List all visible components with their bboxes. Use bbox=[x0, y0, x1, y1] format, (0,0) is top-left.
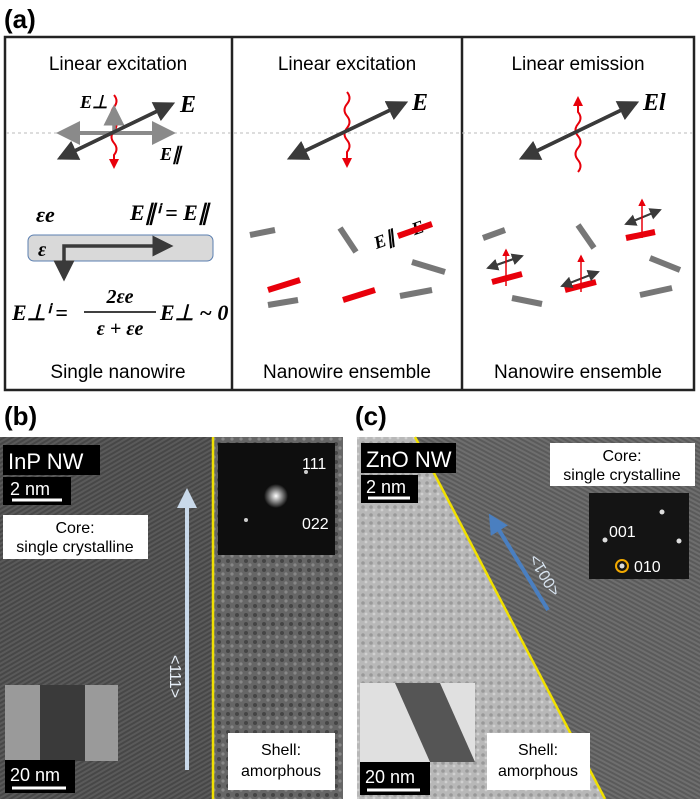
material-label: ZnO NW bbox=[366, 447, 452, 472]
saed-label-1: 111 bbox=[302, 456, 326, 473]
e-l-label: El bbox=[642, 90, 666, 116]
shell-label-2: amorphous bbox=[241, 763, 321, 780]
core-label-1: Core: bbox=[55, 520, 94, 537]
e-label: E bbox=[179, 92, 196, 118]
dipole-arrows bbox=[486, 208, 662, 288]
col1-title: Linear excitation bbox=[49, 54, 187, 75]
eq-perp-num: 2εe bbox=[105, 286, 133, 308]
nanowire-core-dark bbox=[395, 683, 475, 762]
col1-footer: Single nanowire bbox=[50, 362, 185, 383]
nanowire-cylinder bbox=[27, 234, 214, 262]
eps-e-label: εe bbox=[36, 202, 55, 227]
eps-label: ε bbox=[38, 239, 47, 261]
saed-spot bbox=[676, 538, 682, 544]
e-field-arrow-back bbox=[286, 101, 406, 160]
e-label: E bbox=[411, 90, 428, 116]
inset-scale-label: 20 nm bbox=[365, 767, 415, 787]
core-label-box bbox=[550, 443, 695, 486]
photon-wave-icon bbox=[573, 96, 583, 173]
eq-parallel: E∥ⁱ = E∥ bbox=[129, 200, 211, 226]
saed-spot bbox=[602, 537, 608, 543]
material-label-box bbox=[361, 443, 456, 473]
e-par-label: E∥ bbox=[159, 144, 183, 165]
saed-label-1: 001 bbox=[609, 524, 636, 541]
col2-title: Linear excitation bbox=[278, 54, 416, 75]
core-label-1: Core: bbox=[602, 448, 641, 465]
saed-central-spot bbox=[264, 484, 288, 508]
core-label-2: single crystalline bbox=[16, 539, 133, 556]
emitting-nanowire-ensemble bbox=[481, 223, 682, 307]
col2-footer: Nanowire ensemble bbox=[263, 362, 431, 383]
saed-spot bbox=[619, 563, 625, 569]
panel-c-label: (c) bbox=[355, 401, 387, 431]
saed-label-2: 022 bbox=[302, 516, 329, 533]
direction-label: <111> bbox=[166, 655, 183, 698]
saed-inset bbox=[589, 493, 689, 579]
saed-spot bbox=[244, 518, 248, 522]
col3-title: Linear emission bbox=[511, 54, 644, 75]
saed-spot bbox=[659, 509, 665, 515]
scale-label: 2 nm bbox=[366, 477, 406, 497]
saed-label-2: 010 bbox=[634, 559, 661, 576]
shell-label-1: Shell: bbox=[518, 742, 558, 759]
core-label-box bbox=[3, 515, 148, 559]
shell-label-2: amorphous bbox=[498, 763, 578, 780]
eq-perp-den: ε + εe bbox=[97, 318, 144, 340]
scale-label: 2 nm bbox=[10, 479, 50, 499]
photon-wave-icon bbox=[342, 91, 352, 168]
panel-b-label: (b) bbox=[4, 401, 37, 431]
highlight-circle bbox=[615, 559, 629, 573]
panel-a-frame bbox=[3, 35, 696, 392]
material-label-box bbox=[3, 445, 100, 475]
e-field-arrow-back bbox=[518, 101, 637, 160]
material-label: InP NW bbox=[8, 449, 84, 474]
e-field-arrow-back bbox=[56, 102, 173, 160]
shell-label-box bbox=[487, 733, 590, 790]
nanowire-ensemble bbox=[249, 221, 446, 308]
saed-spot bbox=[304, 470, 308, 474]
e-perp-label: E⊥ bbox=[79, 92, 108, 112]
eq-perp-rhs: E⊥ ~ 0 bbox=[159, 300, 228, 325]
eq-perp-lhs: E⊥ⁱ = bbox=[11, 300, 68, 325]
nanowire-core-dark bbox=[40, 685, 85, 761]
core-label-2: single crystalline bbox=[563, 467, 680, 484]
col3-footer: Nanowire ensemble bbox=[494, 362, 662, 383]
shell-label-1: Shell: bbox=[261, 742, 301, 759]
panel-a-label: (a) bbox=[4, 4, 36, 34]
inset-scale-label: 20 nm bbox=[10, 765, 60, 785]
shell-label-box bbox=[228, 733, 335, 790]
growth-direction-arrow bbox=[488, 513, 550, 612]
emission-arrows bbox=[502, 198, 646, 292]
